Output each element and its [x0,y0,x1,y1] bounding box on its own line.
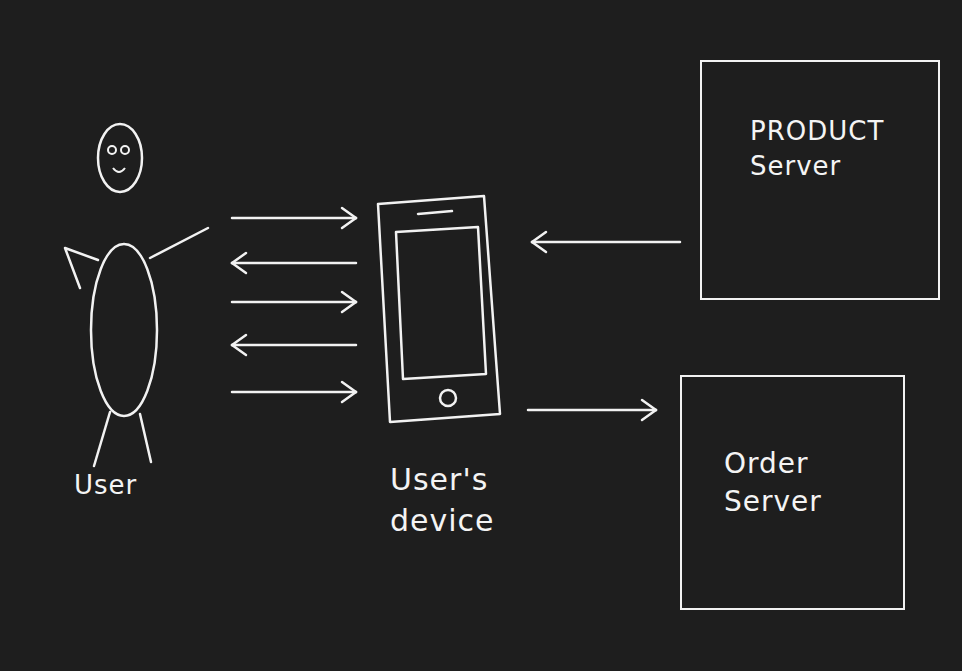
node-label: User's device [368,460,515,541]
arrow-connector [232,208,356,228]
device-figure: User's device [368,192,518,552]
arrow-connector [232,335,356,355]
arrow-connector [232,292,356,312]
user-figure: User [50,110,220,520]
node-label: User [50,468,214,503]
user-figure [50,110,220,480]
server-box: PRODUCT Server [700,60,940,300]
node-label: PRODUCT Server [702,114,910,184]
arrow-connector [532,232,680,252]
arrow-connector [232,253,356,273]
arrow-connector [528,400,656,420]
arrow-connector [232,382,356,402]
node-label: Order Server [682,445,854,521]
server-box: Order Server [680,375,905,610]
device-figure [368,192,508,432]
